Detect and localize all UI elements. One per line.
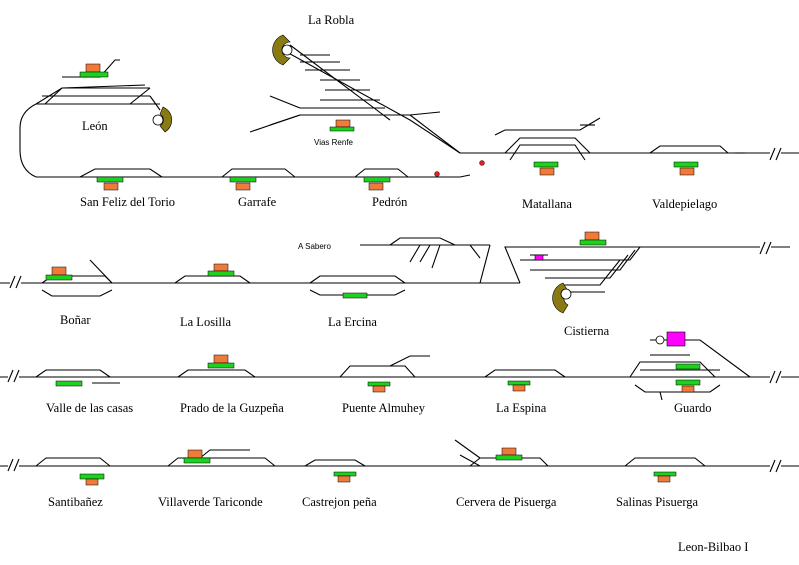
label-garrafe: Garrafe [238,195,277,209]
station-la-losilla-buildings [207,263,235,277]
diagram-footer-title: Leon-Bilbao I [678,540,749,554]
row-1-tracks [19,44,799,178]
label-la-losilla: La Losilla [180,315,231,329]
row-4-tracks [0,439,799,473]
station-prado-buildings [207,354,235,369]
station-villaverde-buildings [183,449,211,464]
station-guardo-buildings [655,331,701,393]
label-la-ercina: La Ercina [328,315,377,329]
label-salinas: Salinas Pisuerga [616,495,699,509]
turntable-la-robla [272,34,293,66]
label-valle-casas: Valle de las casas [46,401,133,415]
station-cervera-buildings [495,447,523,461]
label-matallana: Matallana [522,197,572,211]
label-guardo: Guardo [674,401,712,415]
station-leon-buildings [79,63,109,78]
station-valdepielago-buildings [673,161,699,176]
label-santibanez: Santibañez [48,495,103,509]
label-san-feliz: San Feliz del Torio [80,195,175,209]
station-santibanez-buildings [79,473,105,486]
row-3-tracks [0,339,799,401]
building-cistierna-small [534,254,544,261]
signal-pedron-2 [479,160,485,166]
label-la-espina: La Espina [496,401,547,415]
station-vias-renfe-buildings [329,119,355,132]
label-pedron: Pedrón [372,195,408,209]
station-pedron-buildings [363,176,391,191]
station-la-ercina-buildings [342,292,368,299]
station-san-feliz-buildings [96,176,124,191]
turntable-cistierna [552,282,572,314]
station-valle-casas-buildings [55,380,83,387]
label-castrejon: Castrejon peña [302,495,377,509]
label-leon: León [82,119,108,133]
station-salinas-buildings [653,471,677,483]
label-prado: Prado de la Guzpeña [180,401,284,415]
signal-pedron [434,171,440,177]
label-la-robla: La Robla [308,13,355,27]
station-cistierna-buildings [579,231,607,246]
station-puente-almuhey-buildings [367,381,391,393]
label-a-sabero: A Sabero [298,242,331,251]
station-castrejon-buildings [333,471,357,483]
turntable-leon [152,106,173,133]
station-la-espina-buildings [507,380,531,392]
station-matallana-buildings [533,161,559,176]
label-puente-almuhey: Puente Almuhey [342,401,426,415]
label-cervera: Cervera de Pisuerga [456,495,557,509]
label-cistierna: Cistierna [564,324,610,338]
row-2-tracks [0,237,790,297]
station-bonar-buildings [45,266,73,281]
label-vias-renfe: Vias Renfe [314,138,354,147]
label-valdepielago: Valdepielago [652,197,717,211]
station-garrafe-buildings [229,176,257,191]
label-bonar: Boñar [60,313,91,327]
label-villaverde: Villaverde Tariconde [158,495,263,509]
